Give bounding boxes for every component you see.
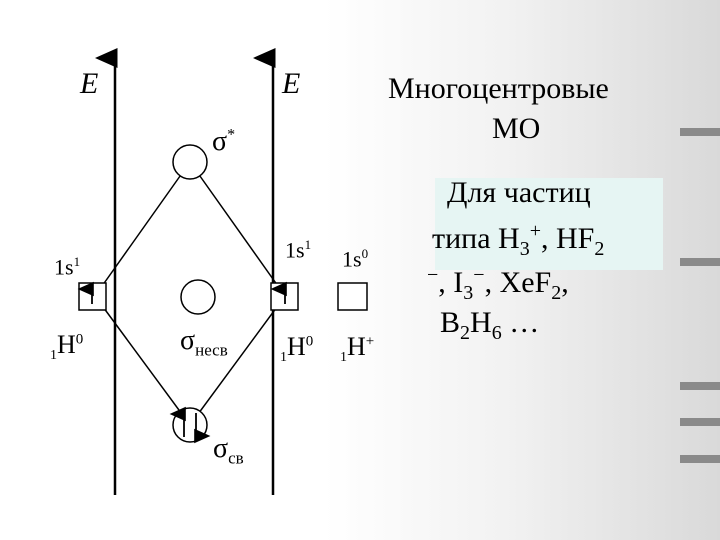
sigma-bonding-orbital	[172, 407, 208, 443]
energy-axis-label-right: E	[282, 67, 301, 100]
sigma-star-label: σ*	[212, 126, 236, 157]
note-line-3: −, I3−, XeF2,	[427, 264, 569, 304]
note-line-2: типа H3+, HF2	[432, 220, 605, 260]
sigma-nonbonding-label: σнесв	[180, 325, 228, 360]
decor-stripe	[680, 258, 720, 266]
right-hplus-config: 1s0	[342, 246, 369, 272]
sigma-star-orbital	[172, 144, 208, 180]
right-h0-symbol: 1H0	[280, 332, 314, 366]
note-line-1: Для частиц	[447, 176, 591, 209]
note-line-4: B2H6 …	[440, 306, 540, 344]
decor-stripe	[680, 455, 720, 463]
title-line-2: МО	[492, 112, 541, 145]
right-hplus-orbital-box	[337, 282, 368, 311]
left-h-symbol: 1H0	[50, 330, 84, 364]
note-highlight	[435, 178, 663, 270]
decor-stripe	[680, 128, 720, 136]
correlation-line	[94, 295, 191, 426]
correlation-line	[94, 161, 191, 297]
left-h-config: 1s1	[54, 254, 81, 280]
right-h0-config: 1s1	[285, 237, 312, 263]
title-line-1: Многоцентровые	[388, 72, 609, 105]
right-hplus-symbol: 1H+	[340, 332, 375, 366]
correlation-line	[189, 295, 286, 426]
sigma-nonbonding-orbital	[180, 279, 216, 315]
correlation-line	[189, 161, 286, 297]
energy-axis-label-left: E	[80, 67, 99, 100]
sigma-bonding-label: σсв	[213, 433, 244, 468]
decor-stripe	[680, 382, 720, 390]
decor-stripe	[680, 418, 720, 426]
